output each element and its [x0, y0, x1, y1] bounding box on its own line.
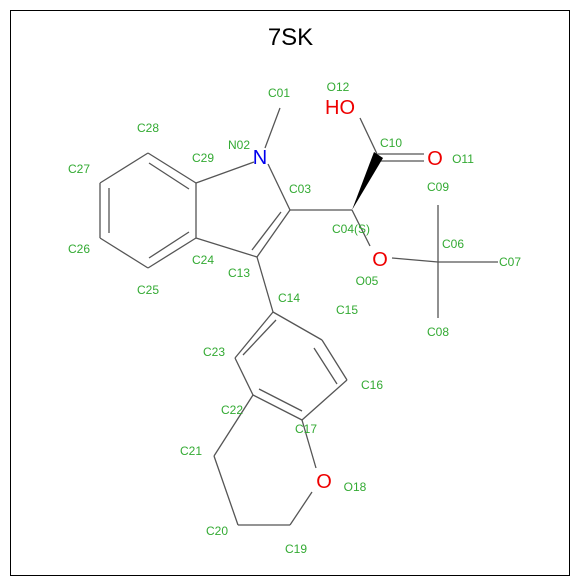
bond-c17-c22 [252, 394, 303, 421]
bonds [99, 107, 498, 526]
atom-label-n02: N02 [228, 138, 250, 152]
bond-c13-c24 [195, 237, 258, 258]
bond-c01-n02 [264, 107, 281, 149]
bond-c25-c24 [147, 237, 197, 269]
atom-label-o18: O18 [344, 480, 367, 494]
bond-c16-c17 [301, 379, 348, 421]
atom-labels: C01 N02 C03 C04(S) O05 C06 C07 C08 C09 C… [68, 80, 521, 556]
nitrogen-symbol: N [253, 147, 267, 169]
diagram-frame [10, 10, 570, 576]
atom-label-c13: C13 [228, 266, 250, 280]
atom-label-c15: C15 [336, 303, 358, 317]
bond-c29-c28-double [148, 162, 190, 190]
bond-c21-c22 [213, 394, 254, 457]
atom-label-c03: C03 [289, 182, 311, 196]
bond-c03-c13 [256, 209, 291, 258]
atom-label-o11: O11 [452, 152, 474, 166]
atom-label-c04: C04(S) [332, 222, 370, 236]
atom-label-c08: C08 [427, 325, 449, 339]
molecule-title: 7SK [267, 24, 314, 51]
bond-n02-c29 [195, 161, 255, 184]
atom-label-c27: C27 [68, 162, 90, 176]
bond-c14-c15 [272, 311, 323, 341]
atom-label-c17: C17 [295, 422, 317, 436]
bond-c03-c13-double [251, 211, 282, 251]
bond-c04-o05 [351, 209, 371, 247]
atom-label-c24: C24 [192, 253, 214, 267]
atom-label-c10: C10 [380, 136, 402, 150]
atom-label-o05: O05 [356, 274, 379, 288]
atom-label-c16: C16 [361, 378, 383, 392]
bond-c25-c24-double [148, 231, 190, 259]
bond-c23-c14-double [242, 319, 277, 356]
carbonyl-oxygen-symbol: O [427, 148, 443, 170]
ring-oxygen-symbol: O [316, 471, 332, 493]
bond-c28-c27 [99, 152, 149, 184]
bond-c20-c21 [213, 455, 239, 526]
atom-label-c25: C25 [137, 283, 159, 297]
bond-c17-c22-double [258, 388, 303, 412]
bond-c29-c28 [147, 152, 197, 184]
atom-label-c06: C06 [442, 237, 464, 251]
bond-c10-o12 [359, 117, 379, 157]
atom-label-c09: C09 [427, 180, 449, 194]
atom-label-c21: C21 [180, 444, 202, 458]
atom-label-o12: O12 [327, 80, 350, 94]
atom-label-c28: C28 [137, 121, 159, 135]
atom-label-c01: C01 [268, 86, 290, 100]
atom-label-c19: C19 [285, 542, 307, 556]
atom-label-c14: C14 [278, 291, 300, 305]
bond-c13-c14 [256, 256, 274, 313]
bond-o18-c19 [289, 491, 313, 526]
atom-label-c26: C26 [68, 242, 90, 256]
wedge-bond-c04-c10 [352, 152, 383, 210]
bond-c26-c25 [99, 237, 149, 269]
ether-oxygen-symbol: O [372, 249, 388, 271]
hydroxyl-symbol: HO [325, 97, 355, 119]
bond-o05-c06 [391, 257, 439, 263]
atom-label-c07: C07 [499, 255, 521, 269]
bond-c15-c16-double [313, 347, 338, 385]
bond-c15-c16 [321, 339, 348, 381]
bond-c17-o18 [301, 419, 317, 469]
bond-n02-c03 [267, 163, 291, 211]
atom-label-c22: C22 [221, 403, 243, 417]
atom-label-c20: C20 [206, 524, 228, 538]
atom-label-c23: C23 [203, 345, 225, 359]
atom-label-c29: C29 [192, 151, 214, 165]
bond-c22-c23 [234, 357, 254, 396]
bond-c23-c14 [234, 311, 274, 359]
